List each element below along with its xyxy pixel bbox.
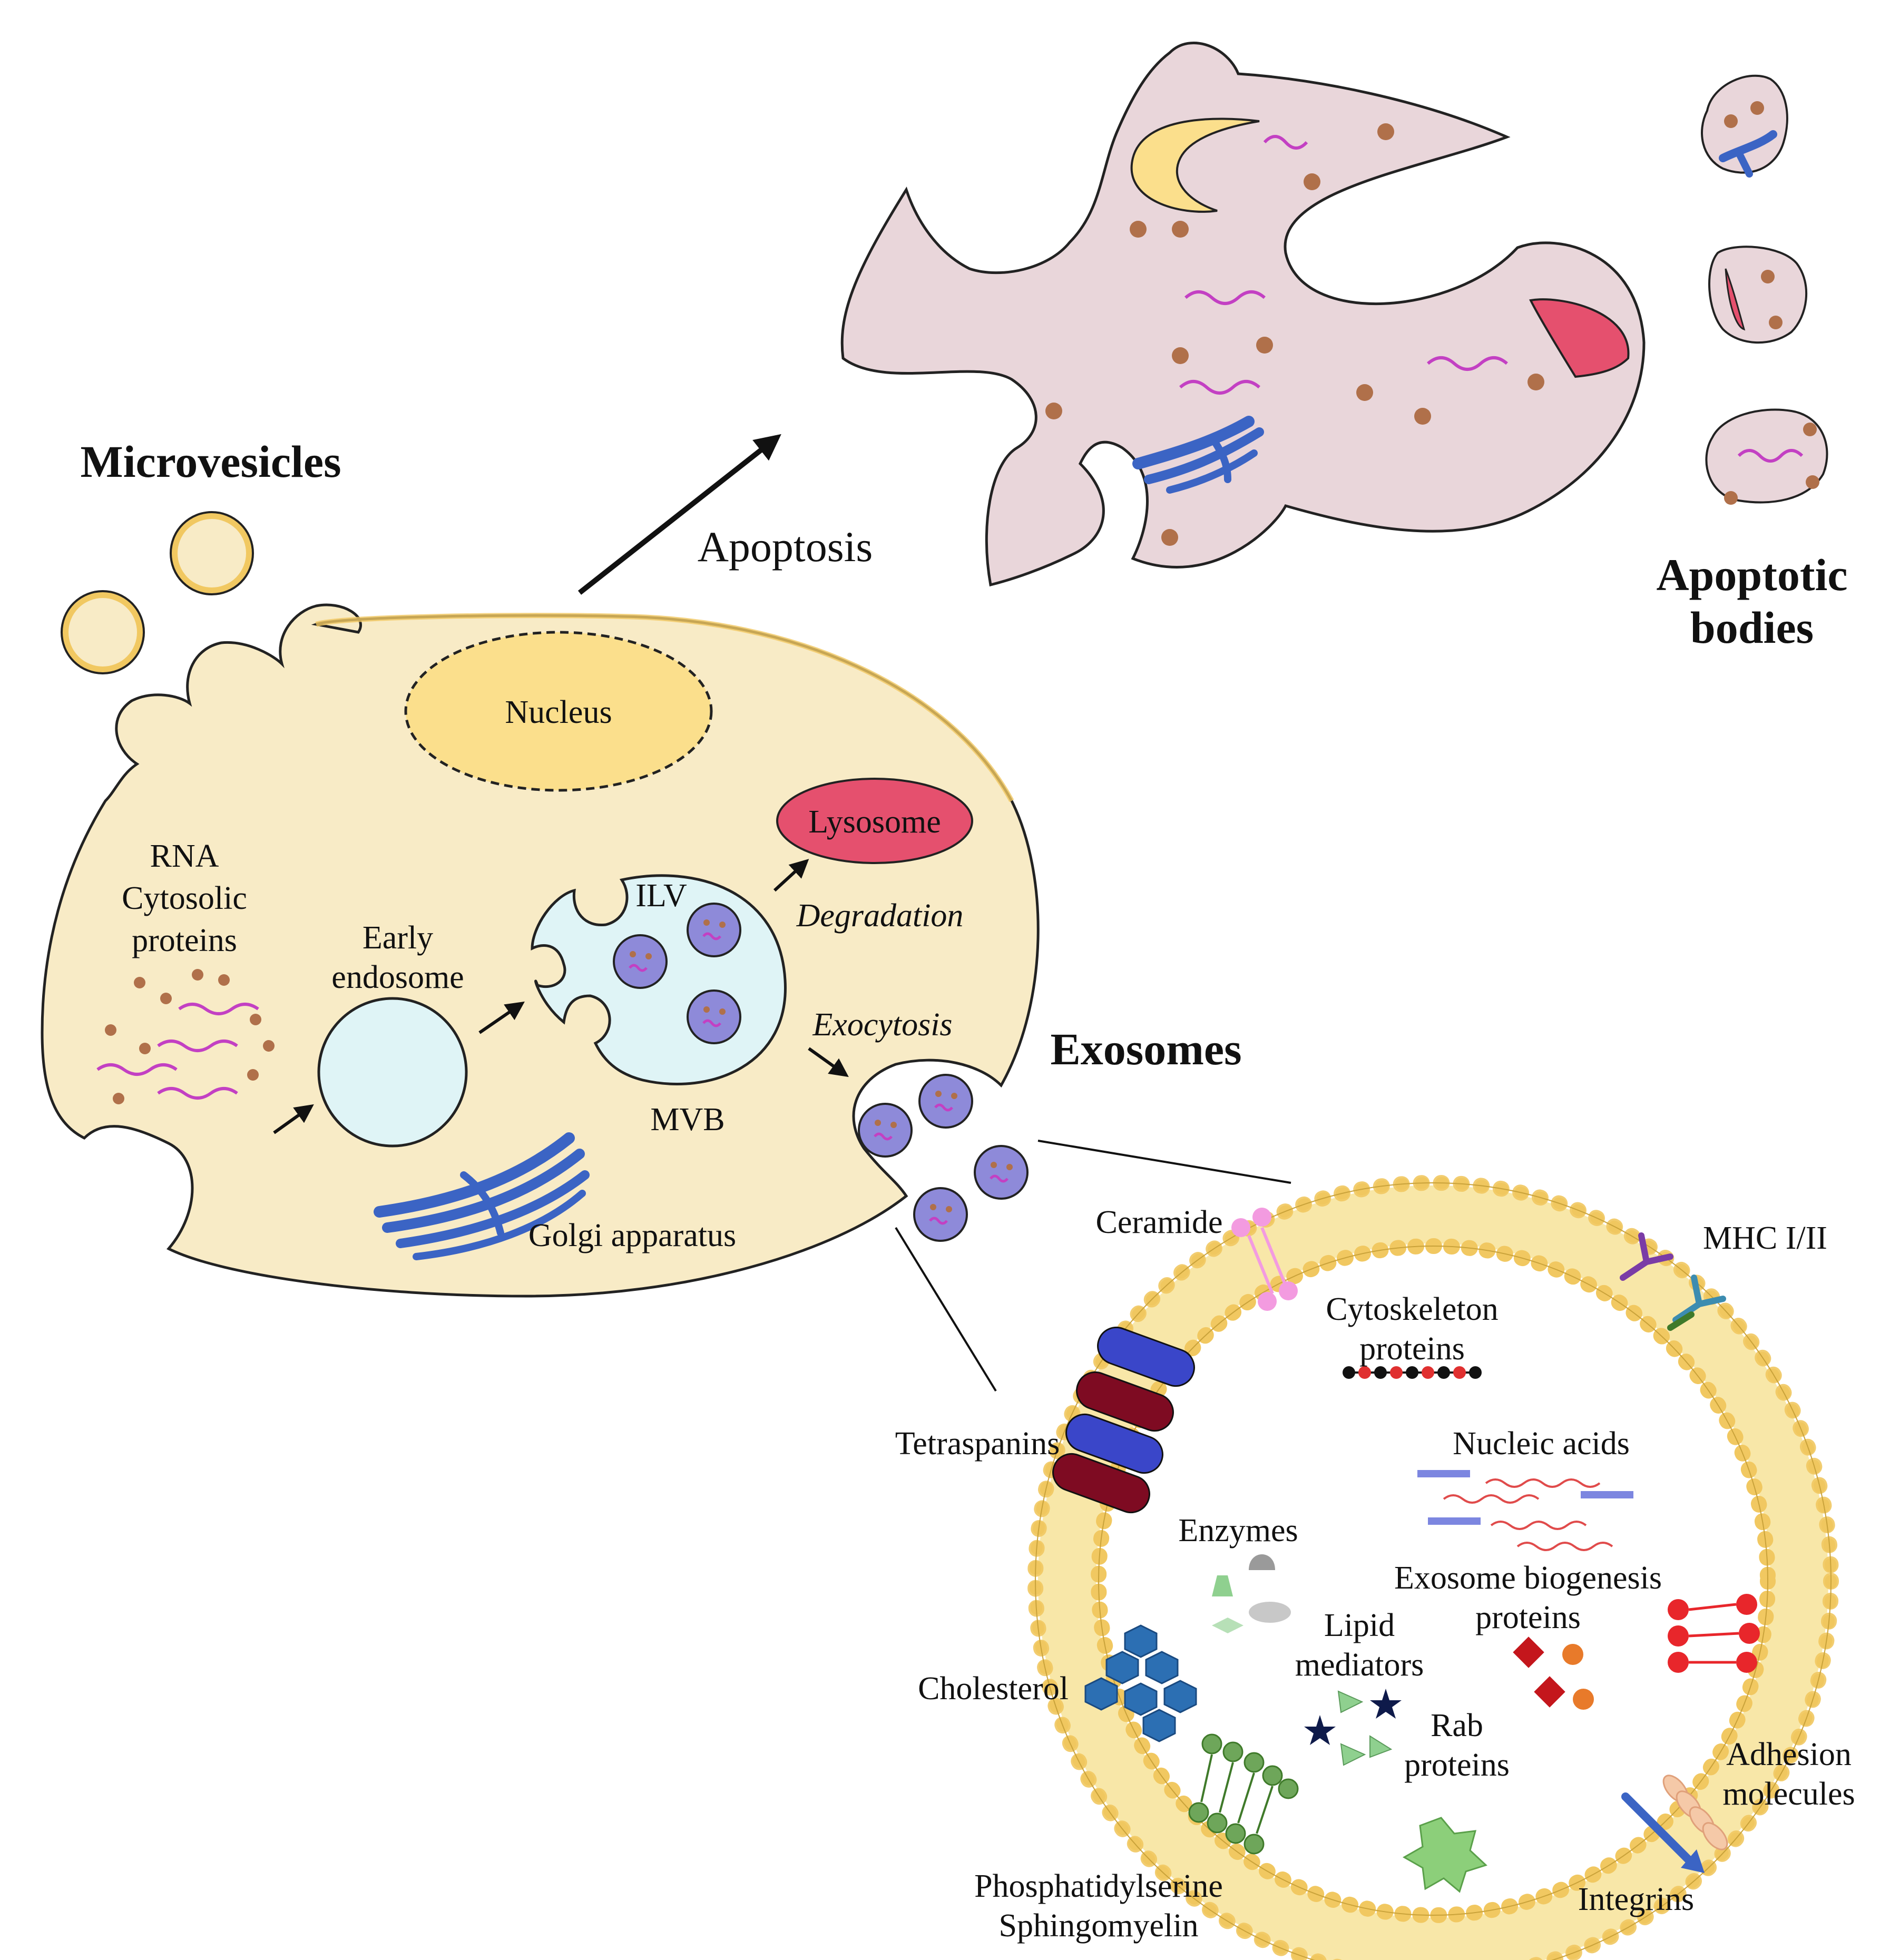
nucleus-label: Nucleus xyxy=(505,694,612,730)
released-exosome xyxy=(975,1146,1027,1199)
cell: Nucleus Lysosome Early endosome ILV MVB … xyxy=(41,603,1040,1298)
apoptotic-body xyxy=(1705,408,1828,504)
apoptotic-body xyxy=(1701,74,1788,174)
ilv-vesicle xyxy=(688,904,740,956)
sphingomyelin-label: Sphingomyelin xyxy=(999,1908,1199,1944)
early-endosome xyxy=(317,997,468,1148)
apoptosis-label: Apoptosis xyxy=(698,523,873,571)
released-exosome xyxy=(919,1075,972,1128)
zoom-line-top xyxy=(1037,1140,1291,1184)
apoptosis-arrow xyxy=(577,434,781,595)
phosphatidylserine-label: Phosphatidylserine xyxy=(974,1868,1223,1904)
integrins-label: Integrins xyxy=(1578,1881,1694,1917)
exosomes-title: Exosomes xyxy=(1050,1024,1241,1074)
adhesion-molecule xyxy=(1662,1775,1728,1850)
apoptotic-bodies xyxy=(1701,74,1828,505)
rna-label: RNA xyxy=(150,838,219,874)
enzymes-icon xyxy=(1212,1554,1291,1633)
exosome-detail: Ceramide MHC I/II Cytoskeleton proteins … xyxy=(895,1175,1855,1960)
microvesicle xyxy=(170,511,254,595)
fragmented-nucleus xyxy=(1130,117,1260,213)
biogenesis-label-2: proteins xyxy=(1475,1600,1581,1635)
rna-strands xyxy=(96,1003,259,1100)
lysosome-label: Lysosome xyxy=(808,804,941,840)
rab-label-2: proteins xyxy=(1404,1747,1510,1783)
ilv-vesicle xyxy=(614,935,667,988)
adhesion-label-1: Adhesion xyxy=(1726,1737,1852,1772)
arrow-exocytosis xyxy=(808,1047,849,1077)
arrow-to-lysosome xyxy=(773,859,809,892)
enzymes-label: Enzymes xyxy=(1178,1513,1298,1549)
phosphatidylserine-molecule xyxy=(1188,1733,1299,1855)
microvesicle xyxy=(61,590,145,674)
tetraspanins-label: Tetraspanins xyxy=(895,1426,1060,1462)
biogenesis-label-1: Exosome biogenesis xyxy=(1394,1560,1662,1596)
exosome-bilayer-tails xyxy=(1038,1185,1828,1960)
apoptotic-rna xyxy=(1179,135,1508,395)
tetraspanins-molecule xyxy=(1052,1326,1195,1514)
protein-dots xyxy=(105,969,275,1104)
ceramide-label: Ceramide xyxy=(1095,1204,1222,1240)
cholesterol-label: Cholesterol xyxy=(918,1671,1069,1707)
arrow-to-early-endosome xyxy=(273,1104,314,1134)
nucleus xyxy=(404,631,713,792)
cholesterol-molecule xyxy=(1084,1624,1197,1742)
cytoskeleton-label-2: proteins xyxy=(1359,1331,1465,1367)
zoom-line-bottom xyxy=(895,1227,997,1392)
apoptotic-cell-body xyxy=(840,42,1646,587)
golgi-label: Golgi apparatus xyxy=(528,1218,736,1253)
biogenesis-membrane-protein xyxy=(1668,1594,1760,1673)
lipid-mediators-icon xyxy=(1304,1689,1402,1766)
apoptotic-cell xyxy=(840,42,1646,587)
cytosolic-label: Cytosolic xyxy=(122,880,247,916)
proteins-label: proteins xyxy=(132,923,237,958)
exocytosis-label: Exocytosis xyxy=(812,1007,952,1043)
integrin-molecule xyxy=(1621,1792,1705,1873)
golgi-apparatus xyxy=(374,1132,590,1260)
arrow-to-mvb xyxy=(478,1001,525,1034)
released-exosome xyxy=(914,1188,967,1241)
lipid-mediators-label-2: mediators xyxy=(1295,1647,1424,1683)
biogenesis-proteins-icon xyxy=(1513,1636,1594,1710)
cell-membrane xyxy=(41,603,1040,1298)
lysosome-fragment xyxy=(1529,298,1630,378)
ilv-label: ILV xyxy=(635,878,687,914)
golgi-fragment xyxy=(1132,416,1264,494)
mvb-label: MVB xyxy=(650,1102,724,1138)
microvesicle xyxy=(61,591,144,674)
ilv-vesicle xyxy=(688,991,740,1043)
apoptotic-bodies-title-1: Apoptotic xyxy=(1656,550,1847,600)
microvesicles xyxy=(61,511,254,674)
rab-label-1: Rab xyxy=(1431,1708,1483,1743)
early-endosome-label-2: endosome xyxy=(331,959,464,995)
ceramide-molecule xyxy=(1231,1208,1298,1311)
cytoskeleton-label-1: Cytoskeleton xyxy=(1326,1291,1498,1327)
microvesicle xyxy=(170,512,253,595)
microvesicles-title: Microvesicles xyxy=(80,436,341,487)
apoptotic-dots xyxy=(1045,123,1544,546)
mhc-molecule xyxy=(1620,1232,1726,1331)
mhc-label: MHC I/II xyxy=(1703,1220,1827,1256)
star-protein xyxy=(1402,1817,1487,1893)
lysosome xyxy=(776,778,973,864)
released-exosome xyxy=(859,1104,912,1157)
cytoskeleton-chain xyxy=(1343,1366,1482,1379)
lipid-mediators-label-1: Lipid xyxy=(1324,1608,1395,1643)
early-endosome-label-1: Early xyxy=(363,920,433,956)
degradation-label: Degradation xyxy=(796,898,964,934)
adhesion-label-2: molecules xyxy=(1722,1776,1855,1812)
nucleic-acids-label: Nucleic acids xyxy=(1453,1426,1630,1462)
apoptotic-bodies-title-2: bodies xyxy=(1690,602,1814,653)
released-exosomes xyxy=(859,1075,1027,1241)
nucleic-acids-icon xyxy=(1417,1470,1633,1551)
apoptotic-body xyxy=(1708,246,1808,344)
